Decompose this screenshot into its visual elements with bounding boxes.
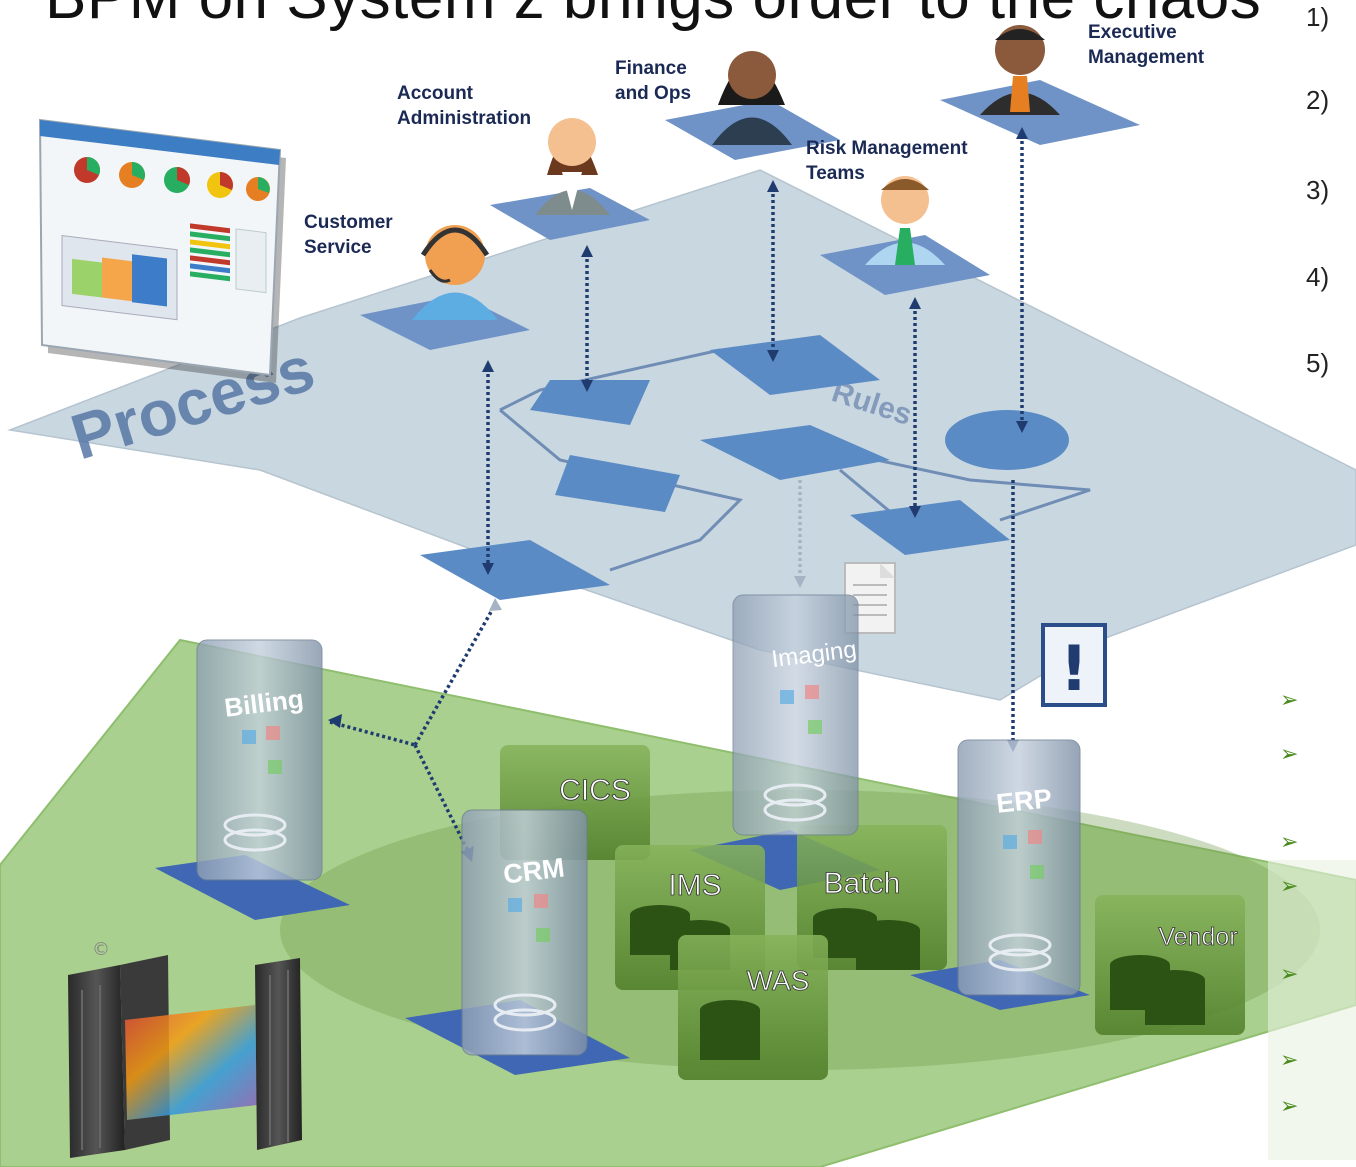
person-account-admin-avatar (535, 118, 610, 215)
slide-title: BPM on System z brings order to the chao… (45, 0, 1261, 33)
bullet-arrow-icon: ➢ (1280, 874, 1299, 899)
process-shapes (420, 335, 1069, 600)
role-label-finance-ops: Finance and Ops (615, 56, 691, 106)
tower-billing: Billing (196, 639, 323, 881)
list-number-4: 4) (1306, 262, 1330, 292)
process-shape-center (700, 425, 890, 480)
role-line: Management (1088, 47, 1205, 68)
system-label-crm: CRM (502, 852, 567, 889)
role-line: Executive (1088, 22, 1177, 43)
tower-erp: ERP (957, 739, 1081, 996)
right-panel-backdrop (1268, 860, 1356, 1160)
role-line: Risk Management (806, 138, 968, 159)
role-label-risk-mgmt: Risk Management Teams (806, 136, 968, 186)
role-label-executive: Executive Management (1088, 20, 1204, 70)
green-box-batch: Batch (797, 825, 947, 970)
role-line: Teams (806, 163, 865, 184)
green-box-ims: IMS (615, 845, 765, 990)
bullet-arrow-icon: ➢ (1280, 742, 1299, 767)
role-line: Account (397, 83, 473, 104)
system-label-vendor: Vendor (1158, 923, 1237, 951)
system-label-cics: CICS (559, 774, 631, 807)
system-label-was: WAS (747, 965, 810, 996)
green-box-vendor: Vendor (1095, 895, 1245, 1035)
system-label-batch: Batch (824, 867, 901, 900)
bullet-arrow-icon: ➢ (1280, 1094, 1299, 1119)
bullet-arrow-icon: ➢ (1280, 962, 1299, 987)
list-number-1: 1) (1306, 2, 1330, 32)
green-box-was: WAS (678, 935, 828, 1080)
alert-glyph: ! (1060, 632, 1088, 705)
dotted-connectors (329, 135, 1024, 856)
person-customer-service-avatar (412, 225, 498, 320)
dashboard-thumbnail (38, 118, 286, 383)
person-finance-ops-avatar (712, 51, 792, 145)
role-label-account-admin: Account Administration (397, 81, 531, 131)
process-shape-left-diamond (555, 455, 680, 512)
bullet-arrow-icon: ➢ (1280, 830, 1299, 855)
process-shape-bottom-left (420, 540, 610, 600)
system-label-ims: IMS (668, 869, 721, 902)
alert-icon: ! (1041, 623, 1107, 707)
role-line: and Ops (615, 83, 692, 104)
bullet-arrow-icon: ➢ (1280, 688, 1299, 713)
process-shape-rules-oval (945, 410, 1069, 470)
process-shape-bottom-right (850, 500, 1010, 555)
tower-crm: CRM (461, 809, 588, 1056)
person-executive-avatar (980, 25, 1060, 115)
role-line: Customer (304, 212, 393, 233)
bullet-arrow-icon: ➢ (1280, 1048, 1299, 1073)
role-line: Service (304, 237, 372, 258)
role-line: Finance (615, 58, 687, 79)
person-risk-mgmt-avatar (865, 176, 945, 265)
process-shape-admin (530, 380, 650, 425)
list-number-2: 2) (1306, 85, 1330, 115)
mainframe-hardware (68, 955, 302, 1158)
process-shape-top-right (710, 335, 880, 395)
role-label-customer-service: Customer Service (304, 210, 393, 260)
list-number-3: 3) (1306, 175, 1330, 205)
copyright-glyph: © (92, 939, 110, 960)
tower-imaging: Imaging (732, 594, 859, 836)
system-label-erp: ERP (995, 783, 1053, 819)
role-line: Administration (397, 108, 532, 129)
list-number-5: 5) (1306, 348, 1330, 378)
